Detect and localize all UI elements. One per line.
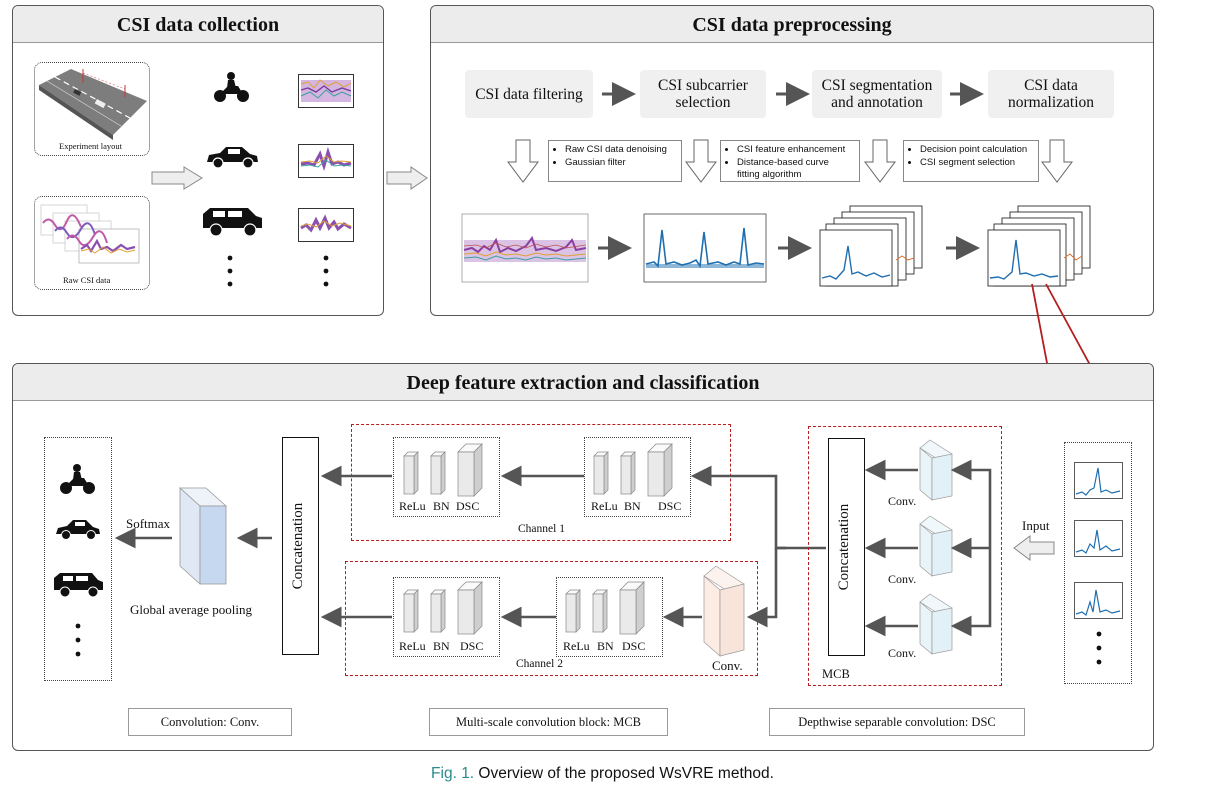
step-data-filtering: CSI data filtering [465, 70, 593, 118]
mcb-label: MCB [822, 667, 850, 681]
dsc-block-ch1-left [393, 437, 500, 517]
input-sample-2 [1074, 520, 1123, 557]
collection-to-preprocessing-arrow [386, 166, 428, 190]
ch2-right-dsc-label: DSC [622, 639, 646, 653]
ch1-right-relu-label: ReLu [591, 499, 618, 513]
channel-1-box [351, 424, 731, 541]
note-filtering-item-2: Gaussian filter [565, 157, 675, 170]
input-sample-1 [1074, 462, 1123, 499]
gap-label: Global average pooling [130, 602, 253, 617]
mcb-box [808, 426, 1002, 686]
ch1-left-bn-label: BN [433, 499, 450, 513]
step-data-filtering-label: CSI data filtering [475, 85, 583, 103]
ch2-conv-label: Conv. [712, 658, 743, 673]
raw-csi-stack [40, 204, 140, 264]
ch1-right-bn-label: BN [624, 499, 641, 513]
note-filtering: Raw CSI data denoising Gaussian filter [548, 140, 682, 182]
csi-signal-thumbnail-1 [298, 74, 354, 108]
ch2-left-bn-label: BN [433, 639, 450, 653]
softmax-label: Softmax [126, 516, 171, 531]
segmented-signal-stack [819, 205, 923, 287]
ch1-right-dsc-label: DSC [658, 499, 682, 513]
filtered-signal-plot [643, 213, 767, 283]
output-more-dots [75, 623, 81, 657]
concatenation-mcb [828, 438, 865, 656]
raw-csi-box: Raw CSI data [34, 196, 150, 290]
dsc-block-ch2-left [393, 577, 500, 657]
dsc-block-ch1-right [584, 437, 691, 517]
motorcycle-icon [214, 72, 249, 102]
input-more-dots [1096, 631, 1102, 665]
ch2-left-dsc-label: DSC [460, 639, 484, 653]
preprocessing-title: CSI data preprocessing [431, 6, 1153, 43]
collection-arrow [151, 166, 203, 190]
figure-caption-text: Overview of the proposed WsVRE method. [474, 765, 774, 782]
step-subcarrier-selection: CSI subcarrier selection [640, 70, 766, 118]
global-average-pooling-block [178, 487, 228, 585]
concatenation-left [282, 437, 319, 655]
output-car-icon [56, 520, 100, 540]
more-vehicles-dots [227, 255, 233, 287]
step-data-normalization-label: CSI data normalization [1007, 77, 1095, 111]
mcb-conv-label-2: Conv. [888, 572, 917, 586]
more-signals-dots [323, 255, 329, 287]
csi-signal-thumbnail-3 [298, 208, 354, 242]
note-feature-enhancement: CSI feature enhancement Distance-based c… [720, 140, 860, 182]
raw-signal-plot [461, 213, 589, 283]
legend-mcb: Multi-scale convolution block: MCB [429, 708, 668, 736]
ch1-left-dsc-label: DSC [456, 499, 480, 513]
road-illustration [39, 69, 147, 140]
ch2-left-relu-label: ReLu [399, 639, 426, 653]
raw-csi-label: Raw CSI data [63, 275, 111, 285]
figure-number: Fig. 1. [431, 765, 475, 782]
step-segmentation-annotation: CSI segmentation and annotation [812, 70, 942, 118]
mcb-conv-label-1: Conv. [888, 494, 917, 508]
note-decision-item-2: CSI segment selection [920, 157, 1032, 170]
extraction-title: Deep feature extraction and classificati… [13, 364, 1153, 401]
collection-title: CSI data collection [13, 6, 383, 43]
concatenation-mcb-label: Concatenation [836, 503, 852, 591]
ch1-left-relu-label: ReLu [399, 499, 426, 513]
legend-conv: Convolution: Conv. [128, 708, 292, 736]
note-decision-point: Decision point calculation CSI segment s… [903, 140, 1039, 182]
ch2-right-relu-label: ReLu [563, 639, 590, 653]
car-icon [207, 147, 258, 169]
input-samples-box [1064, 442, 1132, 684]
note-filtering-item-1: Raw CSI data denoising [565, 144, 675, 157]
mcb-conv-label-3: Conv. [888, 646, 917, 660]
channel-1-label: Channel 1 [518, 523, 565, 535]
step-segmentation-annotation-label: CSI segmentation and annotation [821, 77, 933, 111]
channel-2-label: Channel 2 [516, 658, 563, 670]
ch2-right-bn-label: BN [597, 639, 614, 653]
input-label: Input [1022, 518, 1050, 533]
legend-dsc: Depthwise separable convolution: DSC [769, 708, 1025, 736]
experiment-layout-box: Experiment layout [34, 62, 150, 156]
step-data-normalization: CSI data normalization [988, 70, 1114, 118]
experiment-layout-label: Experiment layout [59, 141, 123, 151]
output-suv-icon [54, 573, 103, 598]
suv-icon [203, 208, 262, 237]
csi-signal-thumbnail-2 [298, 144, 354, 178]
step-subcarrier-selection-label: CSI subcarrier selection [658, 77, 748, 111]
output-classes-box [44, 437, 112, 681]
input-sample-3 [1074, 582, 1123, 619]
note-decision-item-1: Decision point calculation [920, 144, 1032, 157]
output-motorcycle-icon [60, 464, 95, 494]
dsc-block-ch2-right [556, 577, 663, 657]
note-feature-item-1: CSI feature enhancement [737, 144, 853, 157]
normalized-signal-stack [987, 205, 1091, 287]
figure-caption: Fig. 1. Overview of the proposed WsVRE m… [0, 765, 1205, 783]
note-feature-item-2: Distance-based curve fitting algorithm [737, 157, 853, 182]
preprocessing-flow-arrows [507, 82, 1073, 260]
